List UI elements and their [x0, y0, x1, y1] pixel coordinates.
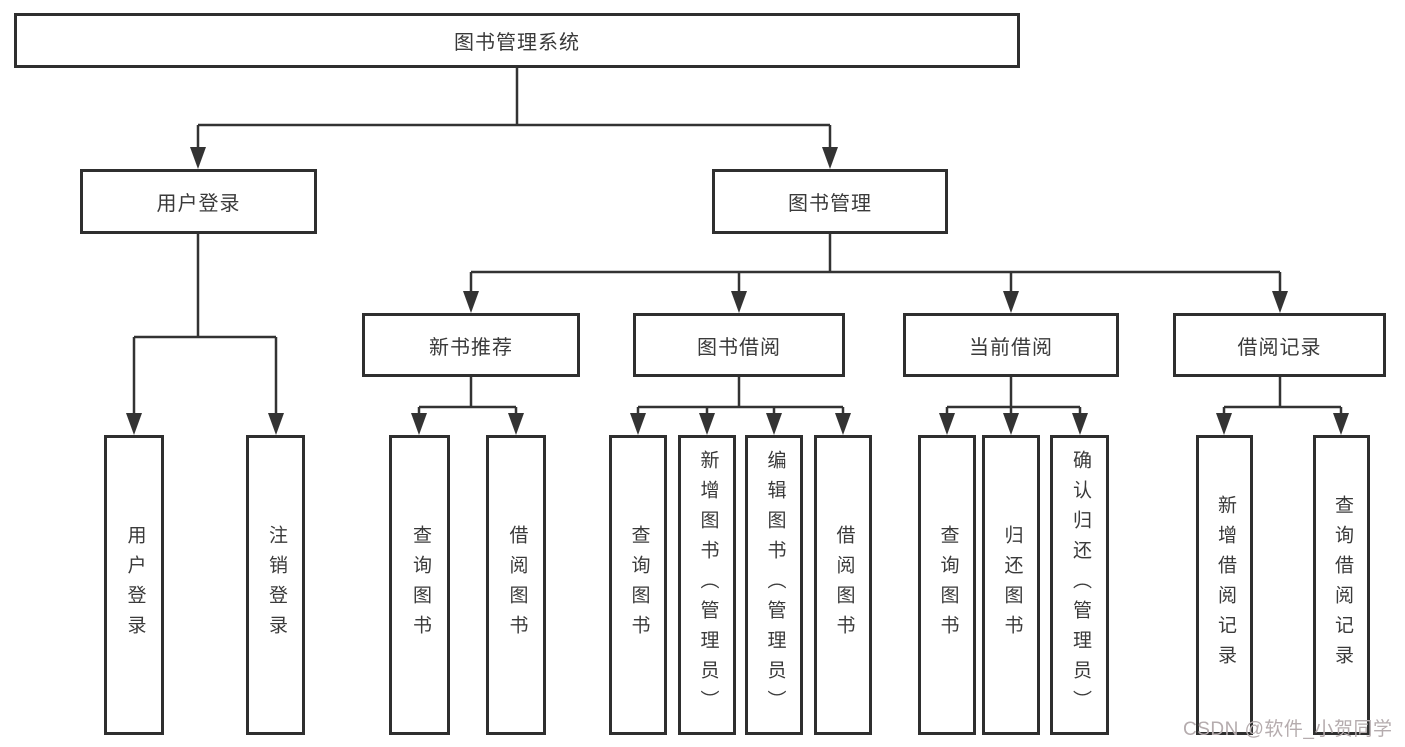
leaf-borrow-query-books: 查询图书 — [609, 435, 667, 735]
arrow-icon — [835, 413, 851, 435]
leaf-query-borrow-record-label: 查询借阅记录 — [1331, 495, 1353, 675]
arrow-icon — [1003, 291, 1019, 313]
leaf-recommend-query-books: 查询图书 — [389, 435, 450, 735]
arrow-icon — [126, 413, 142, 435]
leaf-add-book-admin: 新增图书（管理员） — [678, 435, 736, 735]
node-book-management-branch: 图书管理 — [712, 169, 948, 234]
arrow-icon — [1003, 413, 1019, 435]
leaf-add-borrow-record: 新增借阅记录 — [1196, 435, 1253, 735]
node-new-book-recommend: 新书推荐 — [362, 313, 580, 377]
leaf-user-login: 用户登录 — [104, 435, 164, 735]
arrow-icon — [1272, 291, 1288, 313]
node-book-borrow: 图书借阅 — [633, 313, 845, 377]
leaf-borrow-borrow-books-label: 借阅图书 — [833, 525, 855, 645]
node-root: 图书管理系统 — [14, 13, 1020, 68]
leaf-recommend-borrow-books: 借阅图书 — [486, 435, 546, 735]
arrow-icon — [766, 413, 782, 435]
arrow-icon — [1333, 413, 1349, 435]
leaf-add-book-admin-label: 新增图书（管理员） — [697, 450, 719, 720]
arrow-icon — [1216, 413, 1232, 435]
leaf-user-login-label: 用户登录 — [124, 525, 146, 645]
leaf-logout: 注销登录 — [246, 435, 305, 735]
arrow-icon — [939, 413, 955, 435]
leaf-confirm-return-admin-label: 确认归还（管理员） — [1069, 450, 1091, 720]
arrow-icon — [268, 413, 284, 435]
arrow-icon — [731, 291, 747, 313]
arrow-icon — [411, 413, 427, 435]
leaf-add-borrow-record-label: 新增借阅记录 — [1214, 495, 1236, 675]
leaf-logout-label: 注销登录 — [265, 525, 287, 645]
arrow-icon — [1072, 413, 1088, 435]
leaf-edit-book-admin: 编辑图书（管理员） — [745, 435, 803, 735]
arrow-icon — [822, 147, 838, 169]
arrow-icon — [508, 413, 524, 435]
arrow-icon — [190, 147, 206, 169]
leaf-confirm-return-admin: 确认归还（管理员） — [1050, 435, 1109, 735]
node-borrow-records: 借阅记录 — [1173, 313, 1386, 377]
node-current-borrow: 当前借阅 — [903, 313, 1119, 377]
leaf-return-books: 归还图书 — [982, 435, 1040, 735]
leaf-edit-book-admin-label: 编辑图书（管理员） — [764, 450, 786, 720]
leaf-current-query-books-label: 查询图书 — [937, 525, 959, 645]
leaf-query-borrow-record: 查询借阅记录 — [1313, 435, 1370, 735]
leaf-borrow-query-books-label: 查询图书 — [628, 525, 650, 645]
arrow-icon — [699, 413, 715, 435]
arrow-icon — [630, 413, 646, 435]
node-user-login-branch: 用户登录 — [80, 169, 317, 234]
leaf-borrow-borrow-books: 借阅图书 — [814, 435, 872, 735]
leaf-recommend-borrow-books-label: 借阅图书 — [506, 525, 528, 645]
arrow-icon — [463, 291, 479, 313]
leaf-return-books-label: 归还图书 — [1001, 525, 1023, 645]
csdn-watermark: CSDN @软件_小贺同学 — [1183, 719, 1393, 740]
leaf-current-query-books: 查询图书 — [918, 435, 976, 735]
leaf-recommend-query-books-label: 查询图书 — [409, 525, 431, 645]
